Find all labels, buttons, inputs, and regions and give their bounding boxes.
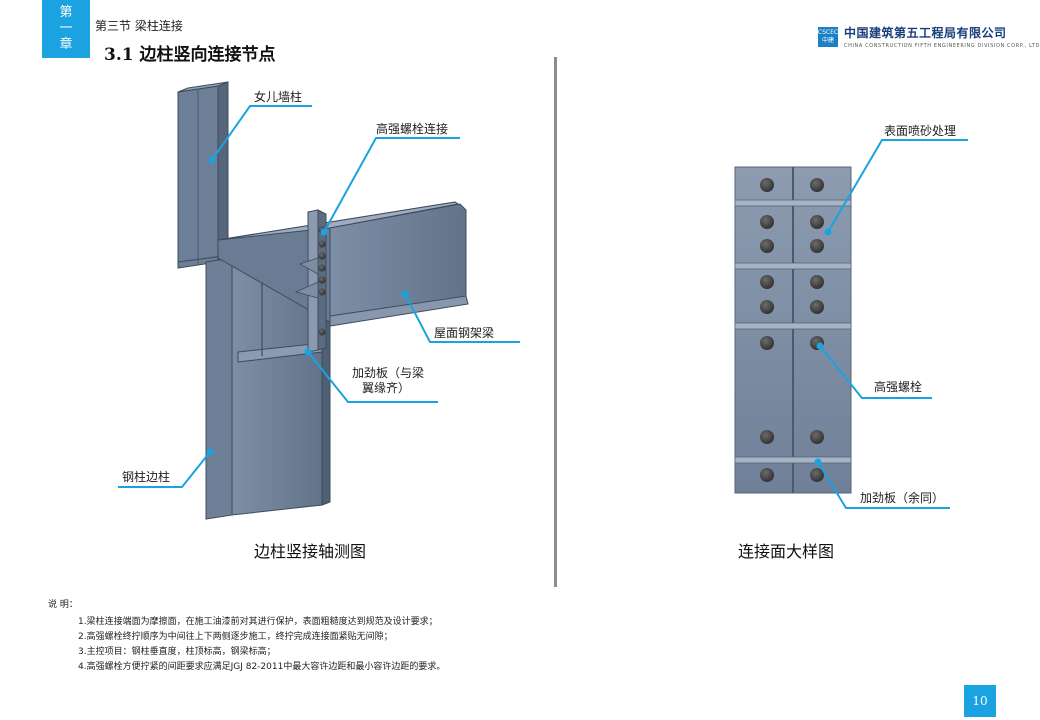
note-item: 2.高强螺栓终拧顺序为中间往上下两侧逐步施工，终拧完成连接面紧贴无间隙； <box>78 632 393 642</box>
chapter-char-2: 一 <box>59 21 73 36</box>
left-figure-caption: 边柱竖接轴测图 <box>254 542 367 561</box>
company-name-cn: 中国建筑第五工程局有限公司 <box>844 26 1007 40</box>
end-plate <box>307 209 319 353</box>
callout-stiffener: 加劲板（与梁 翼缘齐） <box>352 366 425 395</box>
callout-stiffener-same: 加劲板（余同） <box>860 491 945 505</box>
callout-roof-beam: 屋面钢架梁 <box>434 326 495 340</box>
steel-column <box>205 257 233 520</box>
axonometric-drawing <box>177 81 469 520</box>
page-title: 3.1 边柱竖向连接节点 <box>104 45 276 65</box>
notes-section: 说 明： 1.梁柱连接端面为摩擦面，在施工油漆前对其进行保护，表面粗糙度达到规范… <box>48 598 445 675</box>
chapter-char-1: 第 <box>59 5 73 20</box>
center-divider <box>554 57 557 587</box>
stiffener-plate <box>237 342 323 363</box>
right-figure-caption: 连接面大样图 <box>738 542 835 561</box>
note-item: 4.高强螺栓方便拧紧的间距要求应满足JGJ 82-2011中最大容许边距和最小容… <box>78 662 446 672</box>
note-item: 3.主控项目：钢柱垂直度，柱顶标高，钢梁标高； <box>78 647 276 657</box>
bolt-group-left <box>318 226 326 336</box>
page-number: 10 <box>964 685 996 717</box>
connection-face-drawing <box>734 166 852 494</box>
company-logo: CSCEC 中建 中国建筑第五工程局有限公司 CHINA CONSTRUCTIO… <box>818 24 1040 49</box>
bolt-group-right <box>760 178 824 482</box>
company-name-en: CHINA CONSTRUCTION FIFTH ENGINEERING DIV… <box>844 43 1040 49</box>
note-item: 1.梁柱连接端面为摩擦面，在施工油漆前对其进行保护，表面粗糙度达到规范及设计要求… <box>78 617 438 627</box>
section-label: 第三节 梁柱连接 <box>95 19 183 33</box>
callout-bolt-connection: 高强螺栓连接 <box>376 122 449 136</box>
left-leader-lines <box>118 105 520 488</box>
callout-hs-bolt: 高强螺栓 <box>874 380 923 394</box>
right-leader-lines <box>814 139 968 509</box>
callout-parapet-column: 女儿墙柱 <box>254 90 303 104</box>
company-logo-icon: CSCEC 中建 <box>818 26 838 47</box>
callout-sandblast: 表面喷砂处理 <box>884 124 957 138</box>
chapter-tab: 第 一 章 <box>42 0 90 58</box>
callout-steel-column: 钢柱边柱 <box>122 470 171 484</box>
notes-heading: 说 明： <box>48 600 78 610</box>
chapter-char-3: 章 <box>59 37 73 52</box>
